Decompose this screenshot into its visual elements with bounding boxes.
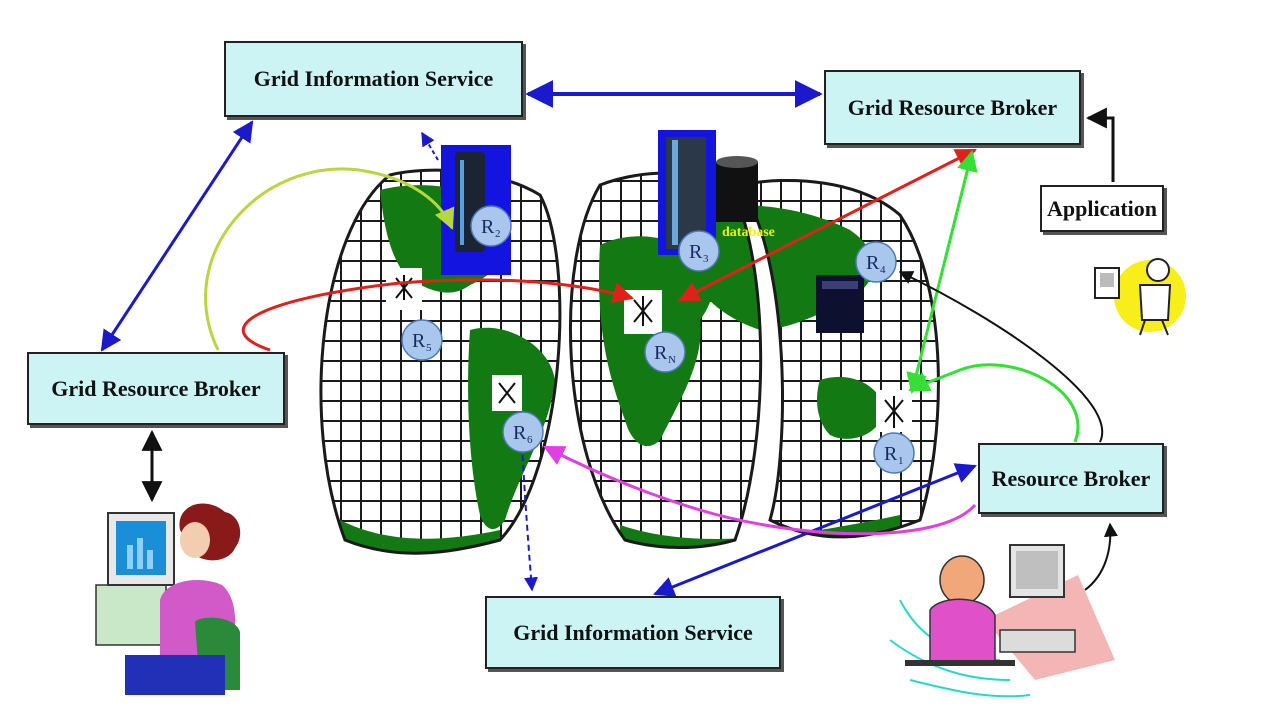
arrow-gis-to-grb-left bbox=[100, 120, 254, 352]
resource-node-r1: R 1 bbox=[873, 432, 915, 474]
connection-arrows bbox=[100, 80, 1118, 597]
australia bbox=[817, 376, 885, 439]
resource-node-r4: R 4 bbox=[855, 241, 897, 283]
arrow-r6-to-gis-bottom bbox=[521, 444, 538, 592]
svg-text:N: N bbox=[668, 354, 676, 366]
svg-text:3: 3 bbox=[703, 253, 709, 265]
svg-text:1: 1 bbox=[898, 455, 904, 467]
arrow-grb-left-to-rn bbox=[241, 278, 635, 352]
arrow-rb-to-r6 bbox=[543, 445, 977, 536]
svg-text:R: R bbox=[866, 252, 880, 274]
arrow-grb-to-r1 bbox=[906, 149, 978, 395]
arrow-r3-blue-up bbox=[421, 131, 439, 161]
grid-information-service-bottom: Grid Information Service bbox=[485, 596, 781, 669]
grid-resource-broker-left: Grid Resource Broker bbox=[27, 352, 285, 425]
svg-text:R: R bbox=[689, 241, 703, 263]
woman-at-computer-icon bbox=[95, 503, 241, 695]
grid-resource-broker-top-right: Grid Resource Broker bbox=[824, 70, 1081, 145]
server-rack-icon bbox=[816, 275, 864, 333]
arrow-rb-to-r1 bbox=[908, 363, 1080, 443]
svg-text:R: R bbox=[481, 216, 495, 238]
svg-text:2: 2 bbox=[495, 228, 501, 240]
router-icon-1 bbox=[386, 268, 422, 310]
svg-text:6: 6 bbox=[527, 434, 533, 446]
arrow-grb-left-to-r3 bbox=[204, 167, 455, 351]
resource-node-r2: R 2 bbox=[470, 205, 512, 247]
application-box: Application bbox=[1040, 185, 1164, 232]
svg-text:R: R bbox=[412, 330, 426, 352]
resource-node-r3: R 3 bbox=[678, 230, 720, 272]
resource-node-rn: R N bbox=[644, 331, 686, 373]
svg-text:4: 4 bbox=[880, 264, 886, 276]
resource-node-r5: R 5 bbox=[401, 319, 443, 361]
svg-text:R: R bbox=[513, 422, 527, 444]
resource-node-r6: R 6 bbox=[502, 411, 544, 453]
arrow-rb-to-r5 bbox=[898, 271, 1104, 443]
router-icon-4 bbox=[876, 390, 912, 432]
arrow-user-to-rb bbox=[1084, 522, 1118, 591]
grid-information-service-top: Grid Information Service bbox=[224, 41, 523, 117]
man-at-computer-icon bbox=[889, 544, 1115, 698]
application-cartoon-icon bbox=[1094, 258, 1186, 336]
svg-text:R: R bbox=[884, 443, 898, 465]
resource-broker-box: Resource Broker bbox=[978, 443, 1164, 514]
arrow-rb-to-gis-bottom bbox=[653, 463, 977, 597]
arrow-app-to-grb bbox=[1085, 107, 1115, 182]
database-label: database bbox=[722, 225, 775, 240]
world-map bbox=[319, 168, 940, 555]
svg-text:R: R bbox=[654, 342, 668, 364]
router-icon-3 bbox=[492, 375, 522, 411]
svg-text:5: 5 bbox=[426, 342, 432, 354]
